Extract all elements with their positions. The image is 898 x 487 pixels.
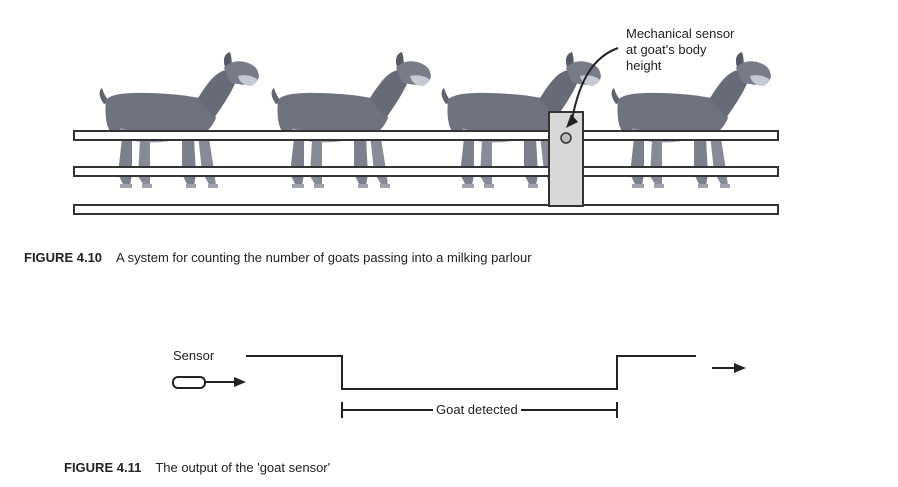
sensor-post bbox=[548, 111, 584, 207]
mechanical-sensor bbox=[560, 132, 572, 144]
sensor-callout: Mechanical sensor at goat's body height bbox=[626, 26, 796, 74]
rail-middle bbox=[73, 166, 779, 177]
figure-4-10-caption: FIGURE 4.10 A system for counting the num… bbox=[24, 250, 532, 265]
rail-top bbox=[73, 130, 779, 141]
callout-line-1: Mechanical sensor bbox=[626, 26, 735, 41]
goat-detected-label: Goat detected bbox=[433, 402, 521, 417]
figure-4-10-number: FIGURE 4.10 bbox=[24, 250, 103, 265]
callout-arrow bbox=[571, 47, 619, 121]
figure-4-11-number: FIGURE 4.11 bbox=[64, 460, 142, 475]
callout-line-3: height bbox=[626, 58, 662, 73]
callout-line-2: at goat's body bbox=[626, 42, 707, 57]
sensor-label: Sensor bbox=[173, 348, 215, 363]
callout-arrowhead bbox=[566, 114, 578, 128]
rail-bottom bbox=[73, 204, 779, 215]
figure-4-11-caption: FIGURE 4.11 The output of the 'goat senso… bbox=[64, 460, 330, 475]
figure-4-11-text: The output of the 'goat sensor' bbox=[155, 460, 331, 475]
fence-rails bbox=[73, 130, 779, 215]
figure-4-10-text: A system for counting the number of goat… bbox=[116, 250, 532, 265]
